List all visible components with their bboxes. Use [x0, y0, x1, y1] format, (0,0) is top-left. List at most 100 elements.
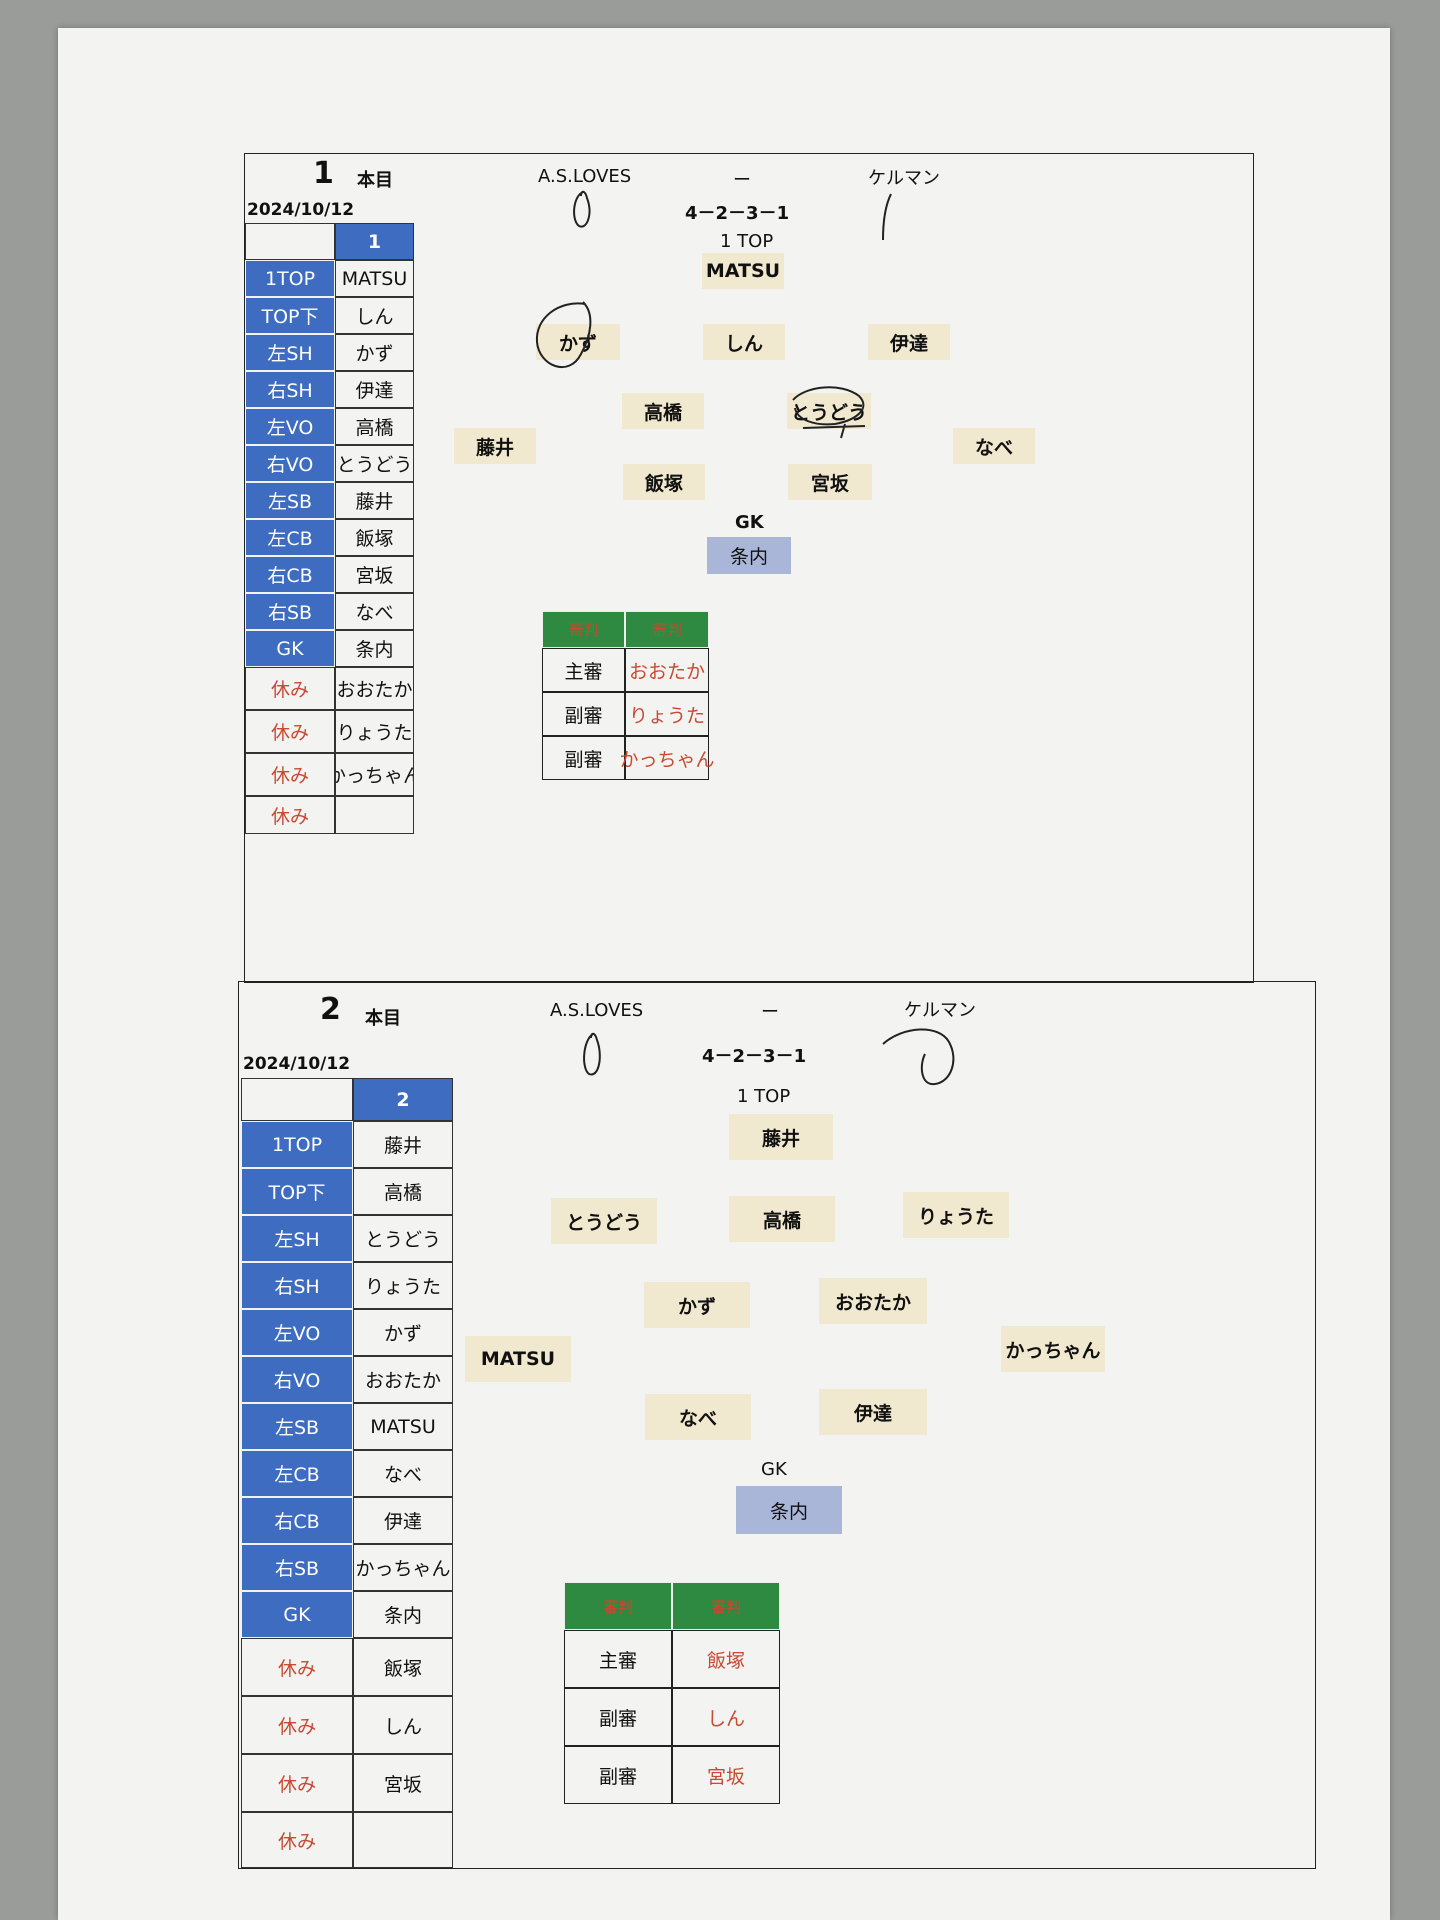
rest-player: 宮坂	[353, 1754, 453, 1812]
game-date: 2024/10/12	[243, 1054, 351, 1074]
player-cell: MATSU	[353, 1403, 453, 1450]
rest-player: 飯塚	[353, 1638, 453, 1696]
rest-label: 休み	[245, 753, 335, 796]
position-cell: GK	[241, 1591, 353, 1638]
pitch-left-sh: とうどう	[551, 1198, 657, 1244]
rest-player: おおたか	[335, 667, 414, 710]
position-cell: 右SH	[245, 371, 335, 408]
player-cell: かず	[353, 1309, 453, 1356]
player-cell: とうどう	[353, 1215, 453, 1262]
player-cell: 高橋	[353, 1168, 453, 1215]
top-label: 1 TOP	[737, 1086, 791, 1107]
position-cell: 右VO	[245, 445, 335, 482]
pitch-left-cb: なべ	[645, 1394, 751, 1440]
referee-role: 主審	[542, 648, 625, 692]
pitch-right-sh: 伊達	[868, 324, 950, 360]
referee-role: 副審	[542, 736, 625, 780]
game-number: 2	[320, 992, 341, 1027]
pitch-gk: 条内	[707, 537, 791, 574]
pitch-right-cb: 伊達	[819, 1389, 927, 1435]
position-cell: 右SB	[245, 593, 335, 630]
pitch-left-cb: 飯塚	[623, 464, 705, 500]
referee-name: 宮坂	[672, 1746, 780, 1804]
pitch-right-vo: おおたか	[819, 1278, 927, 1324]
home-team: A.S.LOVES	[538, 166, 632, 187]
paper-sheet: 1 本目 2024/10/12 A.S.LOVES ー ケルマン 4－2－3－1…	[58, 28, 1390, 1920]
pitch-top-sub: しん	[703, 324, 785, 360]
referee-name: おおたか	[625, 648, 709, 692]
gk-label: GK	[735, 512, 764, 533]
referee-header: 審判	[625, 611, 709, 648]
rest-player: しん	[353, 1696, 453, 1754]
player-cell: 宮坂	[335, 556, 414, 593]
handwritten-line-away	[882, 193, 892, 241]
position-cell: 左SB	[241, 1403, 353, 1450]
pitch-left-sb: 藤井	[454, 428, 536, 464]
rest-label: 休み	[241, 1696, 353, 1754]
table-corner	[245, 223, 335, 260]
rest-label: 休み	[245, 710, 335, 753]
player-cell: おおたか	[353, 1356, 453, 1403]
game-number: 1	[313, 156, 334, 191]
player-cell: 条内	[353, 1591, 453, 1638]
referee-role: 副審	[564, 1688, 672, 1746]
position-cell: 左CB	[245, 519, 335, 556]
pitch-right-sh: りょうた	[903, 1192, 1009, 1238]
referee-name: かっちゃん	[620, 736, 715, 780]
pitch-right-sb: なべ	[953, 428, 1035, 464]
game-label: 本目	[365, 1008, 401, 1029]
position-cell: 左VO	[245, 408, 335, 445]
pitch-left-sb: MATSU	[465, 1336, 571, 1382]
pitch-left-vo: 高橋	[622, 393, 704, 429]
player-cell: しん	[335, 297, 414, 334]
player-cell: りょうた	[353, 1262, 453, 1309]
top-label: 1 TOP	[720, 231, 774, 252]
handwritten-circle-away	[882, 1028, 955, 1086]
player-cell: 伊達	[335, 371, 414, 408]
rest-player: りょうた	[335, 710, 414, 753]
away-team: ケルマン	[904, 1000, 976, 1021]
position-cell: TOP下	[241, 1168, 353, 1215]
gk-label: GK	[761, 1459, 787, 1480]
rest-label: 休み	[245, 667, 335, 710]
player-cell: 飯塚	[335, 519, 414, 556]
home-team: A.S.LOVES	[550, 1000, 644, 1021]
referee-role: 主審	[564, 1630, 672, 1688]
position-cell: 左SB	[245, 482, 335, 519]
pitch-right-sb: かっちゃん	[1001, 1326, 1105, 1372]
position-cell: 1TOP	[241, 1121, 353, 1168]
referee-role: 副審	[564, 1746, 672, 1804]
player-cell: なべ	[335, 593, 414, 630]
position-cell: 右CB	[245, 556, 335, 593]
player-cell: なべ	[353, 1450, 453, 1497]
game-date: 2024/10/12	[247, 200, 355, 220]
rest-label: 休み	[241, 1638, 353, 1696]
position-cell: 左CB	[241, 1450, 353, 1497]
handwritten-circle-kazu	[535, 301, 592, 369]
player-cell: とうどう	[335, 445, 414, 482]
rest-label: 休み	[241, 1754, 353, 1812]
position-cell: 左VO	[241, 1309, 353, 1356]
referee-name: しん	[672, 1688, 780, 1746]
referee-role: 副審	[542, 692, 625, 736]
position-cell: GK	[245, 630, 335, 667]
pitch-top-sub: 高橋	[729, 1196, 835, 1242]
position-cell: 右SH	[241, 1262, 353, 1309]
formation: 4－2－3－1	[702, 1046, 807, 1067]
referee-name: 飯塚	[672, 1630, 780, 1688]
player-cell: 藤井	[353, 1121, 453, 1168]
game-2-sheet: 2 本目 2024/10/12 A.S.LOVES ー ケルマン 4－2－3－1…	[238, 981, 1316, 1869]
referee-header: 審判	[672, 1582, 780, 1630]
player-cell: 伊達	[353, 1497, 453, 1544]
pitch-right-cb: 宮坂	[788, 464, 872, 500]
game-label: 本目	[357, 170, 393, 191]
score-dash: ー	[761, 1002, 779, 1023]
position-cell: 右VO	[241, 1356, 353, 1403]
position-cell: 右SB	[241, 1544, 353, 1591]
pitch-left-vo: かず	[644, 1282, 750, 1328]
table-corner	[241, 1078, 353, 1121]
position-cell: 左SH	[241, 1215, 353, 1262]
player-cell: 高橋	[335, 408, 414, 445]
rest-player	[335, 796, 414, 834]
table-header-number: 1	[335, 223, 414, 260]
